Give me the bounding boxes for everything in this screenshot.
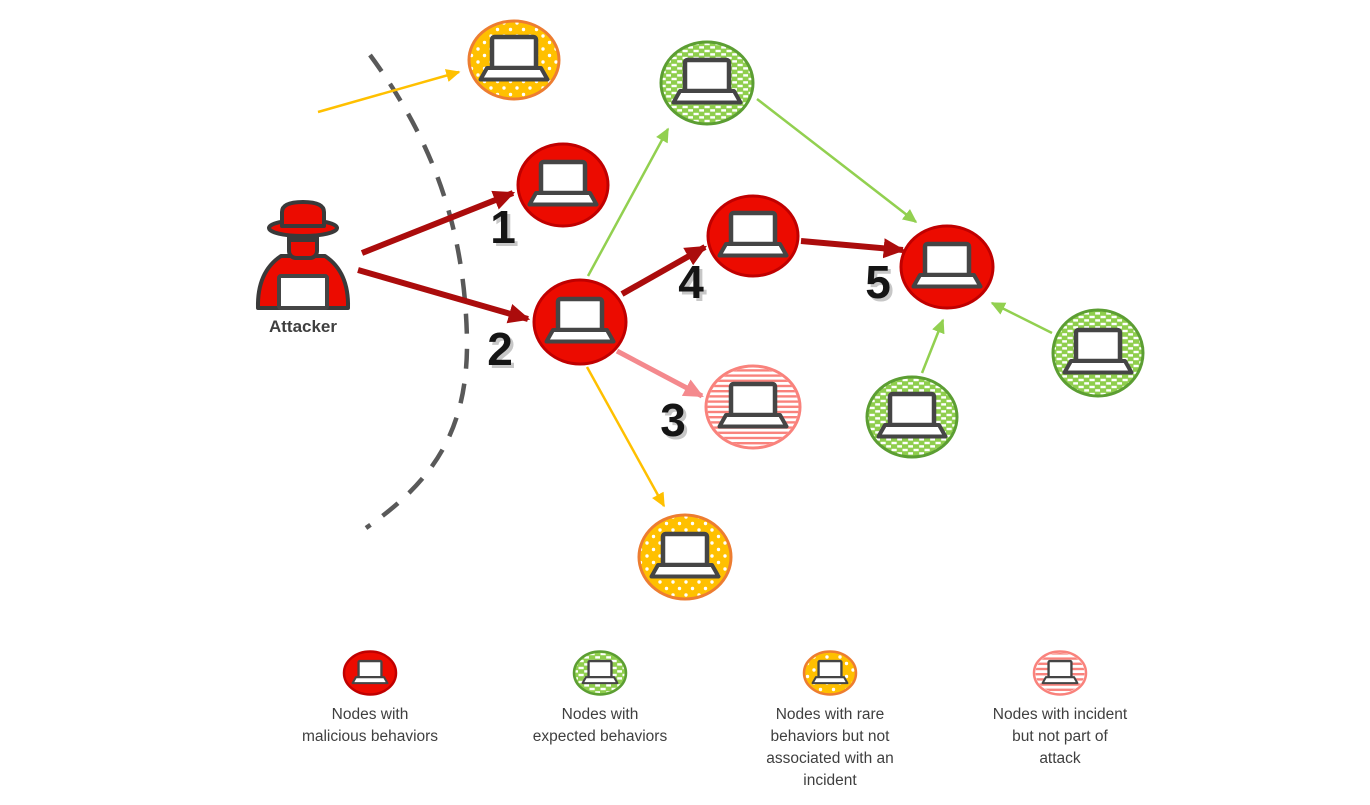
expected-right-to-node5-arrow bbox=[990, 301, 1053, 335]
step-label-shadow: 3 bbox=[663, 397, 689, 449]
laptop-icon bbox=[652, 534, 719, 577]
expected-bottom-to-node5-arrow bbox=[920, 318, 945, 374]
node2-to-rare-bottom-arrow bbox=[585, 366, 666, 508]
incident-node-3 bbox=[704, 364, 802, 450]
attacker-to-node1-arrow bbox=[360, 190, 516, 256]
step-label-shadow: 1 bbox=[493, 204, 519, 256]
attacker-icon bbox=[255, 200, 351, 310]
malicious-node-4 bbox=[706, 194, 800, 278]
step-label-2: 2 bbox=[487, 323, 513, 375]
step-label-3: 3 bbox=[660, 394, 686, 446]
step-label-shadow: 5 bbox=[868, 259, 894, 311]
rare-node-top bbox=[467, 19, 561, 101]
attacker-label: Attacker bbox=[269, 317, 337, 336]
laptop-icon bbox=[547, 299, 614, 342]
edges-layer bbox=[317, 69, 1053, 508]
step-label-shadow: 2 bbox=[490, 326, 516, 378]
laptop-icon bbox=[481, 37, 548, 80]
expected-node-top bbox=[659, 40, 755, 126]
laptop-icon bbox=[674, 60, 741, 103]
node2-to-node4-arrow bbox=[620, 244, 707, 297]
attacker-to-node2-arrow bbox=[357, 267, 531, 324]
external-to-rare-top-arrow bbox=[317, 69, 461, 114]
laptop-icon bbox=[720, 213, 787, 256]
node2-to-node3-arrow bbox=[615, 348, 704, 399]
laptop-icon bbox=[530, 162, 597, 205]
step-label-5: 5 bbox=[865, 256, 891, 308]
malicious-node-2 bbox=[532, 278, 628, 366]
laptop-icon bbox=[879, 394, 946, 437]
expected-node-right bbox=[1051, 308, 1145, 398]
malicious-node-1 bbox=[516, 142, 610, 228]
malicious-node-5 bbox=[899, 224, 995, 310]
step-label-shadow: 4 bbox=[681, 259, 707, 311]
expected-node-bottom bbox=[865, 375, 959, 459]
trust-boundary-dashed-line bbox=[364, 53, 470, 530]
node2-to-expected-top-arrow bbox=[586, 127, 670, 277]
step-label-1: 1 bbox=[490, 201, 516, 253]
hat-crown-icon bbox=[280, 200, 326, 228]
laptop-icon bbox=[914, 244, 981, 287]
attacker-laptop-icon bbox=[277, 274, 329, 310]
step-label-4: 4 bbox=[678, 256, 704, 308]
laptop-icon bbox=[720, 384, 787, 427]
rare-node-bottom bbox=[637, 513, 733, 601]
nodes-layer bbox=[467, 19, 1145, 601]
expected-top-to-node5-arrow bbox=[756, 98, 918, 223]
node4-to-node5-arrow bbox=[800, 238, 906, 259]
laptop-icon bbox=[1065, 330, 1132, 373]
